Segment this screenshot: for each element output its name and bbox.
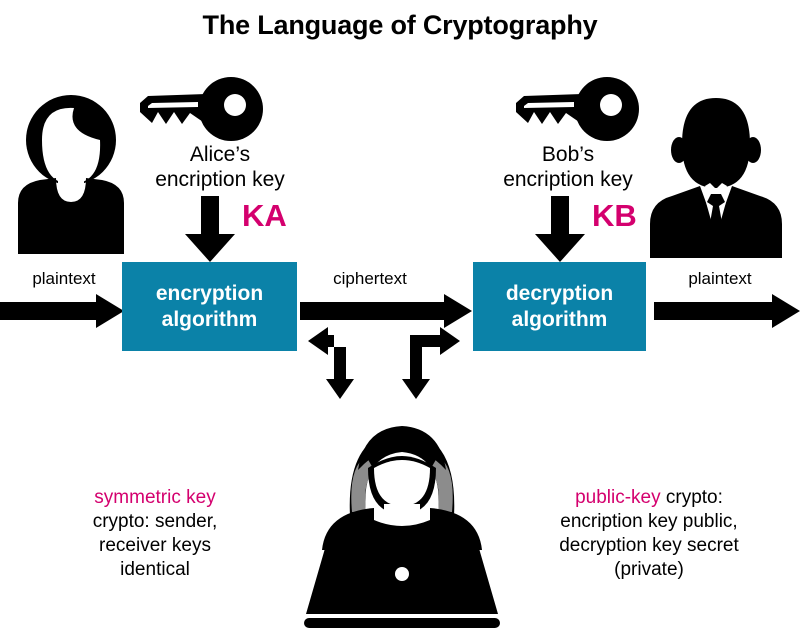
- public-key-caption: public-key crypto: encription key public…: [508, 486, 790, 582]
- bob-avatar: [648, 88, 784, 258]
- encryption-box-line2: algorithm: [161, 307, 258, 331]
- ciphertext-branch-left-arrow-icon: [308, 327, 370, 399]
- alice-key-down-arrow-icon: [183, 196, 237, 262]
- alice-avatar: [12, 88, 130, 254]
- public-key-caption-line1: public-key crypto:: [508, 486, 790, 510]
- bob-key-label-line2: encription key: [503, 168, 633, 191]
- bob-key-icon: [512, 76, 640, 144]
- plaintext-output-label: plaintext: [688, 269, 752, 288]
- decryption-box-line1: decryption: [505, 281, 614, 305]
- page-title: The Language of Cryptography: [202, 10, 598, 40]
- plaintext-output-arrow-icon: [654, 294, 800, 328]
- alice-key-label-line1: Alice’s: [189, 143, 251, 166]
- plaintext-input-arrow-icon: [0, 294, 124, 328]
- symmetric-key-caption: symmetric key crypto: sender, receiver k…: [24, 486, 286, 582]
- symmetric-key-caption-line1: symmetric key: [24, 486, 286, 510]
- bob-key-label: Bob’s encription key: [488, 142, 648, 192]
- bob-key-down-arrow-icon: [533, 196, 587, 262]
- public-key-caption-line4: (private): [614, 559, 684, 580]
- bob-key-tag: KB: [592, 198, 637, 233]
- symmetric-key-caption-line3: receiver keys: [99, 535, 211, 556]
- public-key-highlight-tail: crypto:: [660, 487, 723, 508]
- encryption-box-line1: encryption: [155, 281, 264, 305]
- decryption-algorithm-box: decryption algorithm: [473, 262, 646, 351]
- hacker-with-laptop: [288, 412, 516, 632]
- alice-key-label: Alice’s encription key: [140, 142, 300, 192]
- ciphertext-label: ciphertext: [333, 269, 407, 288]
- bob-key-label-line1: Bob’s: [541, 143, 595, 166]
- symmetric-key-highlight: symmetric key: [94, 487, 216, 508]
- decryption-box-line2: algorithm: [511, 307, 608, 331]
- alice-key-label-line2: encription key: [155, 168, 285, 191]
- alice-key-icon: [136, 76, 264, 144]
- symmetric-key-caption-line4: identical: [120, 559, 190, 580]
- symmetric-key-caption-line2: crypto: sender,: [92, 511, 218, 532]
- public-key-caption-line3: decryption key secret: [559, 535, 739, 556]
- alice-key-tag: KA: [242, 198, 287, 233]
- plaintext-input-label: plaintext: [32, 269, 96, 288]
- public-key-caption-line2: encription key public,: [560, 511, 738, 532]
- ciphertext-arrow-icon: [300, 294, 472, 328]
- ciphertext-branch-right-arrow-icon: [398, 327, 460, 399]
- encryption-algorithm-box: encryption algorithm: [122, 262, 297, 351]
- public-key-highlight: public-key: [575, 487, 661, 508]
